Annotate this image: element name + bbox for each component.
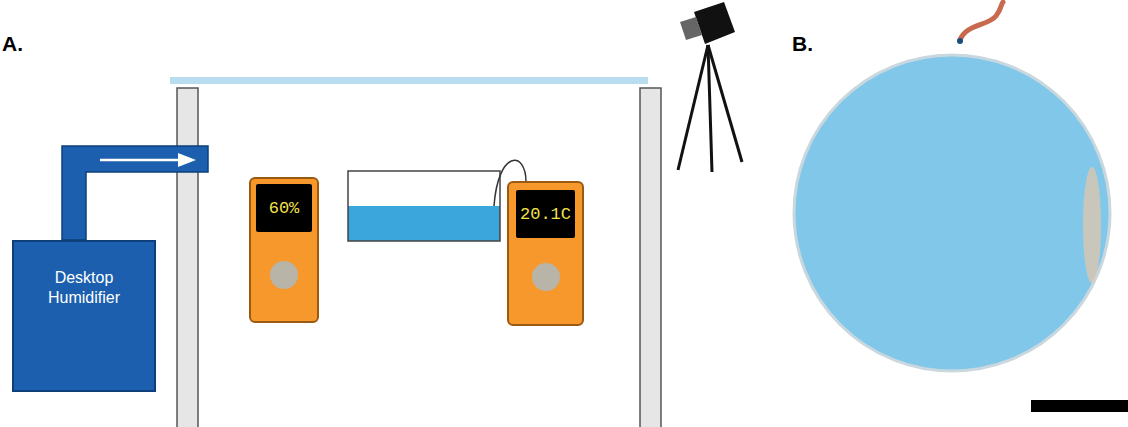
device-label: Desktop Humidifier (32, 268, 136, 308)
air-duct (62, 146, 208, 240)
worm-head (957, 38, 963, 44)
dish-reflection (1083, 167, 1101, 283)
water-tray (348, 171, 500, 241)
meter-reading: 60% (269, 199, 300, 218)
humidifier-box: Desktop Humidifier (12, 240, 156, 392)
meter-reading: 20.1C (520, 205, 571, 224)
meter-button (270, 261, 298, 289)
meter-device: 60% (249, 177, 319, 323)
panel-label: B. (792, 32, 813, 56)
left-post (177, 88, 198, 427)
meter-screen: 60% (256, 184, 312, 232)
airflow-arrow (100, 159, 182, 162)
worm (960, 2, 1003, 40)
right-post (640, 88, 661, 427)
top-plate (170, 77, 648, 84)
petri-dish (794, 55, 1110, 371)
meter-device: 20.1C (507, 181, 584, 326)
panel-label: A. (2, 32, 23, 56)
scale-bar (1031, 400, 1128, 412)
airflow-arrowhead (178, 153, 196, 167)
camera-tripod (678, 2, 742, 172)
meter-button (532, 263, 560, 291)
water (348, 206, 500, 241)
meter-screen: 20.1C (516, 190, 575, 238)
